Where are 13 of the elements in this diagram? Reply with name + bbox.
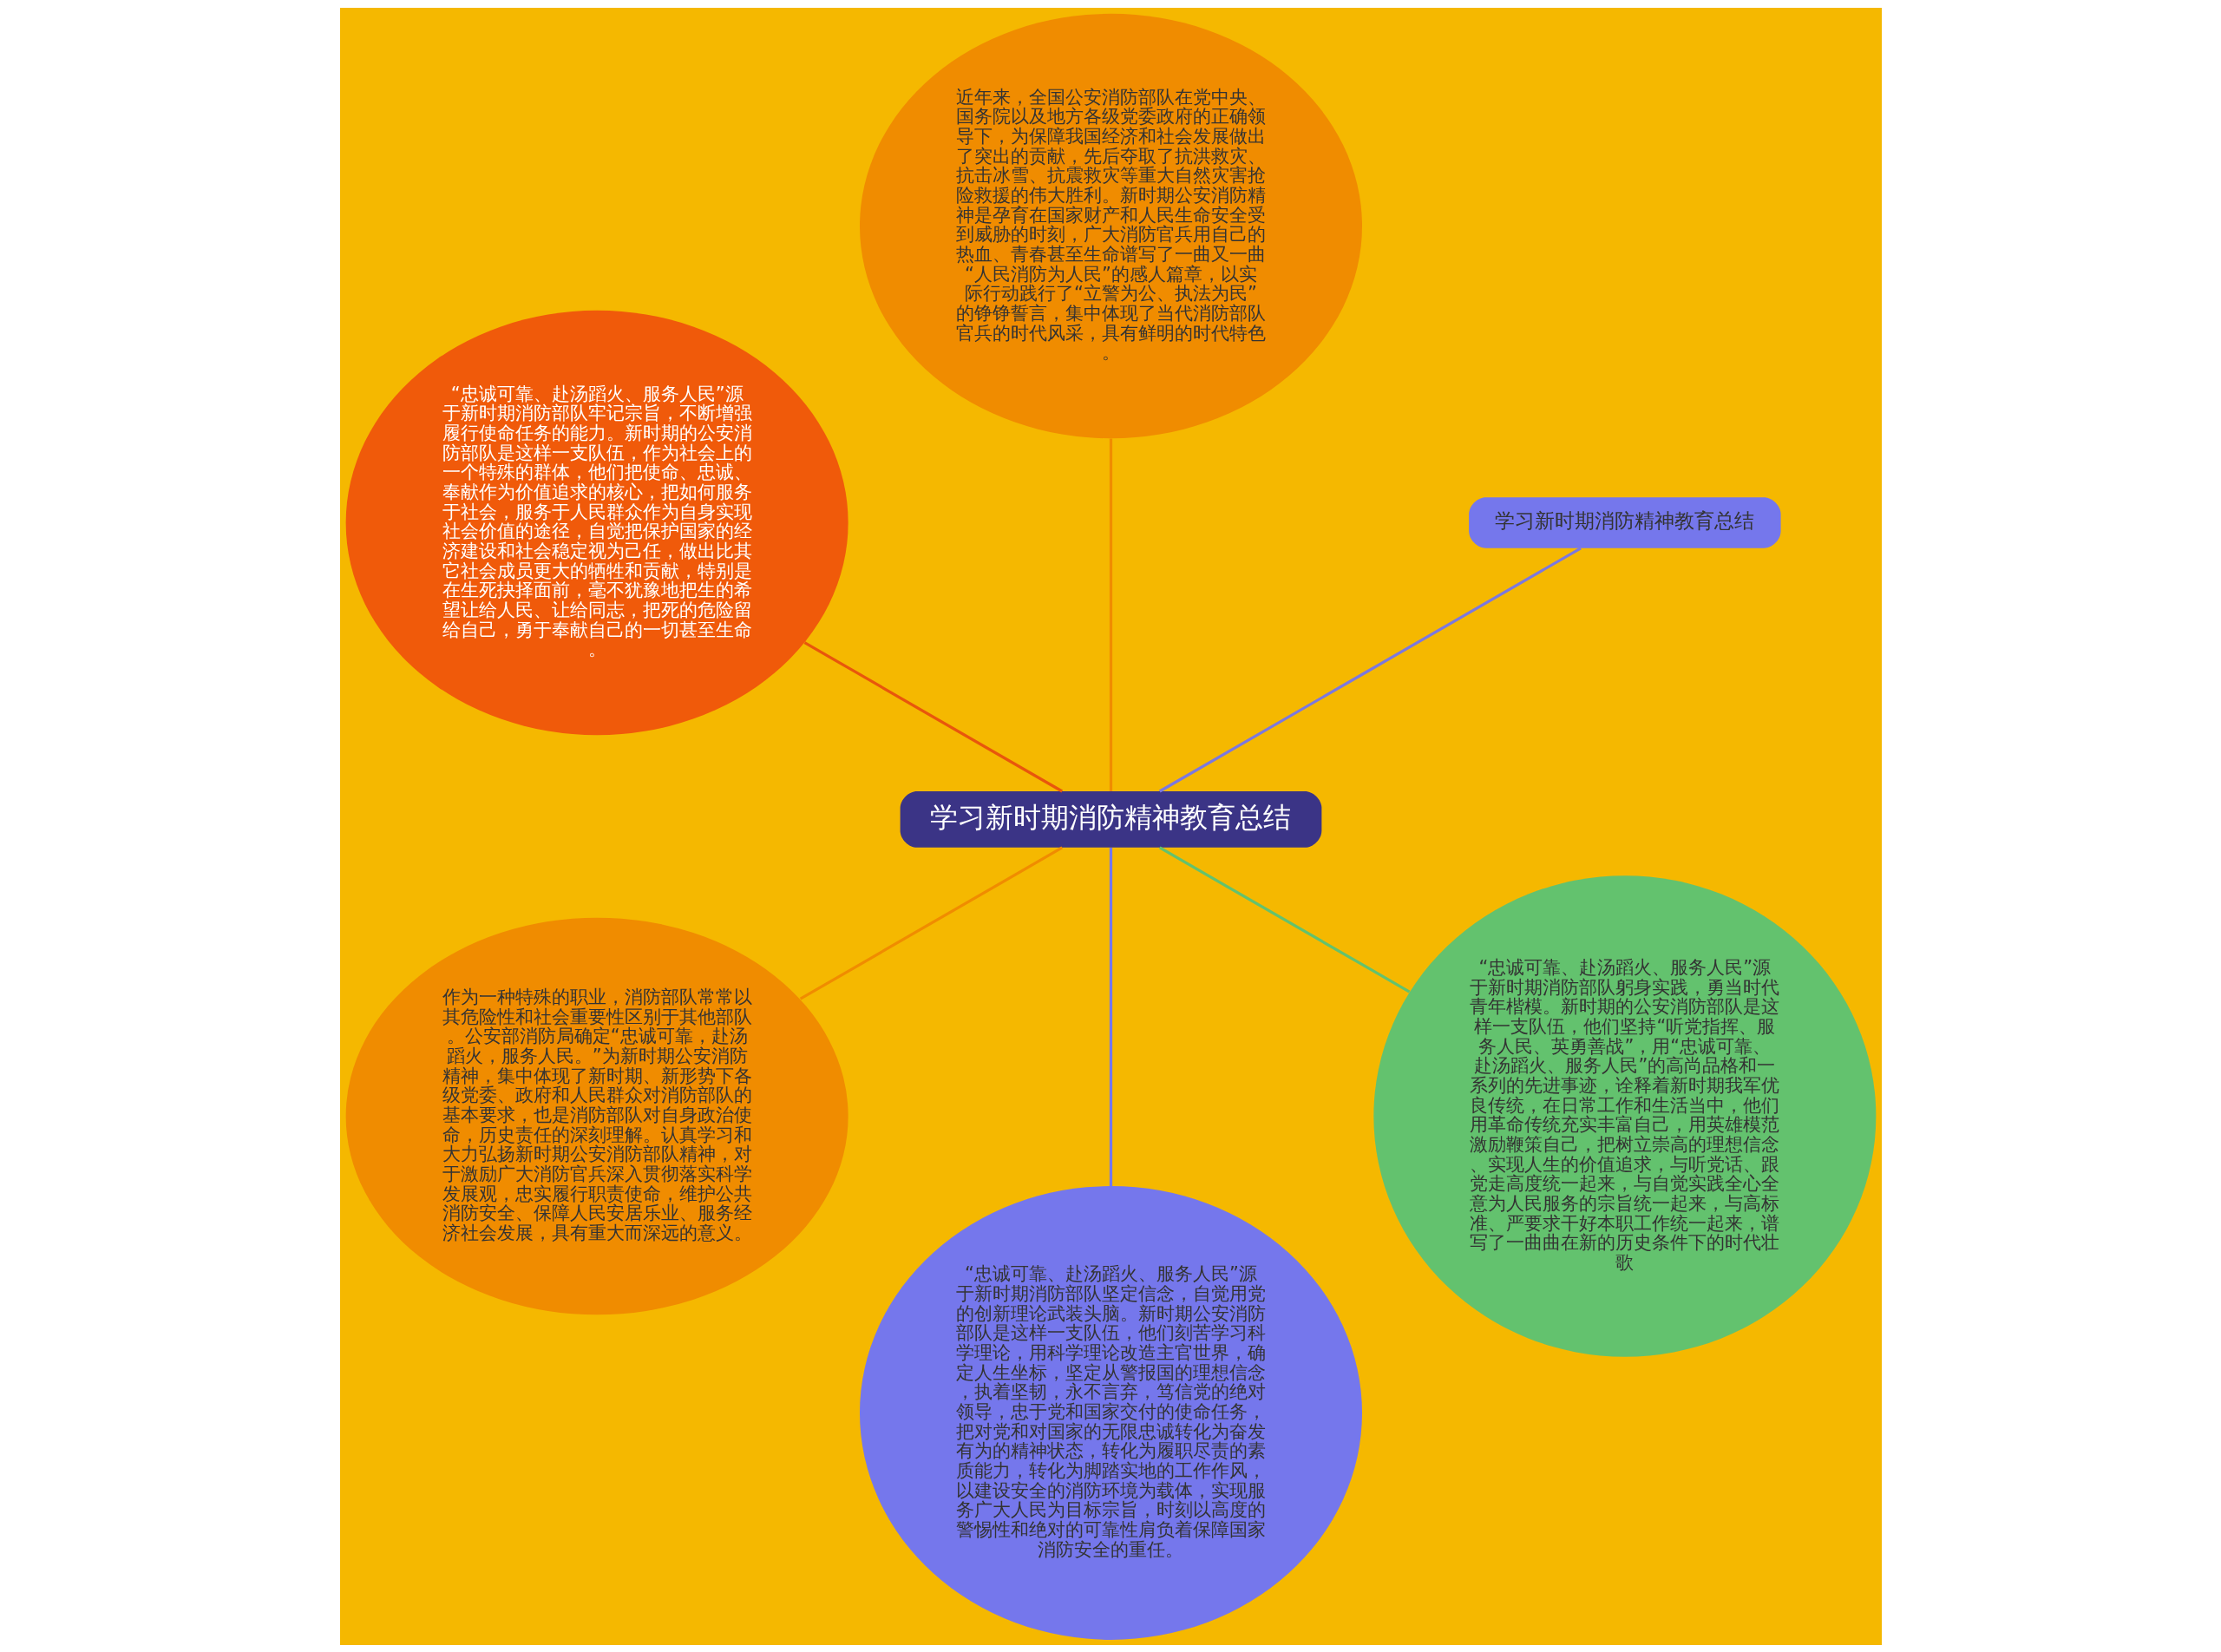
connector — [799, 846, 1063, 1000]
connector — [803, 640, 1063, 792]
connector — [1109, 438, 1112, 791]
node-ellipse: 近年来，全国公安消防部队在党中央、国务院以及地方各级党委政府的正确领导下，为保障我国经济和社会发展做出了突出的贡献，先后夺取了抗洪救灾、抗击冰雪、抗震救灾等重大自然灾害抢险救援的伟大胜利。新时期公安消防精神是孕育在国家财产和人民生命安全受到威胁的时刻，广大消防官兵用自己的热血、青春甚至生命谱写了一曲又一曲“人民消防为人民”的感人篇章，以实际行动践行了“立警为公、执法为民”的铮铮誓言，集中体现了当代消防部队官兵的时代风采，具有鲜明的时代特色。 — [859, 13, 1362, 438]
node-circle: “忠诚可靠、赴汤蹈火、服务人民”源于新时期消防部队坚定信念，自觉用党的创新理论武装头脑。新时期公安消防部队是这样一支队伍，他们刻苦学习科学理论，用科学理论改造主官世界，确定人生坐标，坚定从警报国的理想信念，执着坚韧，永不言弃，笃信党的绝对领导，忠于党和国家交付的使命任务，把对党和对国家的无限忠诚转化为奋发有为的精神状态，转化为履职尽责的素质能力，转化为脚踏实地的工作作风，以建设安全的消防环境为载体，实现服务广大人民为目标宗旨，时刻以高度的警惕性和绝对的可靠性肩负着保障国家消防安全的重任。 — [859, 1185, 1362, 1640]
node-box: 学习新时期消防精神教育总结 — [1468, 496, 1781, 548]
connector — [1109, 847, 1112, 1186]
node-ellipse: “忠诚可靠、赴汤蹈火、服务人民”源于新时期消防部队牢记宗旨，不断增强履行使命任务的能力。新时期的公安消防部队是这样一支队伍，作为社会上的一个特殊的群体，他们把使命、忠诚、奉献作为价值追求的核心，把如何服务于社会，服务于人民群众作为自身实现社会价值的途径，自觉把保护国家的经济建设和社会稳定视为己任，做出比其它社会成员更大的牺牲和贡献，特别是在生死抉择面前，毫不犹豫地把生的希望让给人民、让给同志，把死的危险留给自己，勇于奉献自己的一切甚至生命。 — [345, 310, 848, 735]
node-box: 学习新时期消防精神教育总结 — [900, 790, 1321, 848]
connector — [1158, 546, 1582, 792]
connector — [1158, 846, 1410, 993]
node-ellipse: 作为一种特殊的职业，消防部队常常以其危险性和社会重要性区别于其他部队。公安部消防局确定“忠诚可靠，赴汤蹈火，服务人民。”为新时期公安消防精神，集中体现了新时期、新形势下各级党委、政府和人民群众对消防部队的基本要求，也是消防部队对自身政治使命，历史责任的深刻理解。认真学习和大力弘扬新时期公安消防部队精神，对于激励广大消防官兵深入贯彻落实科学发展观，忠实履行职责使命，维护公共消防安全、保障人民安居乐业、服务经济社会发展，具有重大而深远的意义。 — [345, 917, 848, 1314]
node-circle: “忠诚可靠、赴汤蹈火、服务人民”源于新时期消防部队躬身实践，勇当时代青年楷模。新时期的公安消防部队是这样一支队伍，他们坚持“听党指挥、服务人民、英勇善战”，用“忠诚可靠、赴汤蹈火、服务人民”的高尚品格和一系列的先进事迹，诠释着新时期我军优良传统，在日常工作和生活当中，他们用革命传统充实丰富自己，用英雄模范激励鞭策自己，把树立崇高的理想信念、实现人生的价值追求，与听党话、跟党走高度统一起来，与自觉实践全心全意为人民服务的宗旨统一起来，与高标准、严要求干好本职工作统一起来，谱写了一曲曲在新的历史条件下的时代壮歌 — [1373, 875, 1876, 1357]
